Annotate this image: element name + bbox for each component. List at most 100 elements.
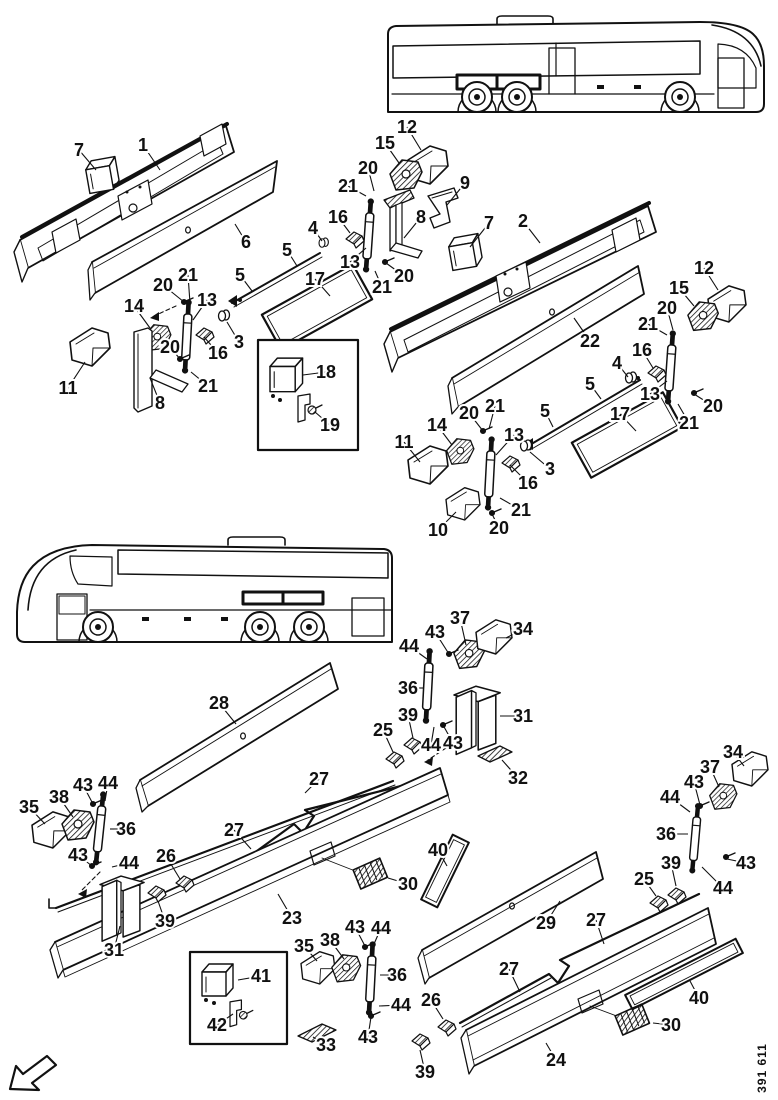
leader-line bbox=[573, 317, 591, 342]
part-label-40-69: 40 bbox=[428, 840, 448, 860]
leader-line bbox=[304, 778, 320, 794]
part-label-30-106: 30 bbox=[661, 1015, 681, 1035]
leader-line bbox=[104, 782, 109, 802]
part-label-19-18: 19 bbox=[320, 415, 340, 435]
leader-line bbox=[529, 451, 551, 470]
gas-strut-13 bbox=[663, 330, 678, 405]
leader-line bbox=[312, 1036, 327, 1046]
part-label-27-67: 27 bbox=[224, 820, 244, 840]
leader-line bbox=[406, 126, 422, 151]
striker-plate-33 bbox=[297, 1023, 337, 1043]
leader-line bbox=[616, 362, 629, 378]
leader-line bbox=[218, 702, 237, 725]
part-label-44-86: 44 bbox=[391, 995, 411, 1015]
leader-line bbox=[545, 1042, 557, 1061]
lock-38 bbox=[61, 809, 95, 841]
part-label-5-43: 5 bbox=[540, 401, 550, 421]
part-label-11-47: 11 bbox=[394, 432, 413, 452]
part-label-28-54: 28 bbox=[209, 693, 229, 713]
clip-39 bbox=[411, 1033, 431, 1051]
flap-panel-24 bbox=[460, 907, 717, 1075]
locking-rod-5 bbox=[228, 252, 323, 308]
leader-line bbox=[78, 149, 97, 171]
leader-line bbox=[165, 855, 181, 880]
leader-line bbox=[142, 144, 161, 171]
part-label-40-105: 40 bbox=[689, 988, 709, 1008]
part-label-44-63: 44 bbox=[421, 735, 441, 755]
end-cap-34 bbox=[475, 619, 513, 655]
part-label-36-75: 36 bbox=[116, 819, 136, 839]
direction-arrow-icon bbox=[8, 1054, 58, 1092]
screw-43 bbox=[439, 720, 453, 729]
leader-line bbox=[442, 724, 454, 744]
leader-line bbox=[226, 321, 240, 343]
clip-39 bbox=[403, 737, 423, 755]
flap-panel-23 bbox=[49, 767, 451, 979]
leader-line bbox=[239, 274, 253, 292]
part-label-20-13: 20 bbox=[160, 337, 180, 357]
part-label-26-91: 26 bbox=[421, 990, 441, 1010]
part-label-13-9: 13 bbox=[197, 290, 217, 310]
leader-line bbox=[641, 349, 654, 369]
inner-panel-28 bbox=[135, 662, 339, 813]
leader-line bbox=[385, 262, 405, 277]
leader-line bbox=[169, 346, 181, 360]
part-label-21-41: 21 bbox=[679, 413, 699, 433]
part-label-20-7: 20 bbox=[153, 275, 173, 295]
end-cap-11 bbox=[69, 327, 111, 367]
leader-line bbox=[499, 497, 522, 511]
leader-line bbox=[595, 919, 605, 945]
part-label-39-100: 39 bbox=[661, 853, 681, 873]
coach-roof-hatch bbox=[496, 15, 554, 27]
leader-line bbox=[190, 371, 209, 387]
inner-panel-29 bbox=[417, 851, 604, 985]
bushing-4 bbox=[624, 371, 638, 384]
part-label-31-60: 31 bbox=[513, 706, 533, 726]
part-label-20-40: 20 bbox=[703, 396, 723, 416]
rail-27 bbox=[248, 774, 443, 858]
bracket-9 bbox=[427, 187, 459, 229]
flap-panel-2 bbox=[383, 201, 657, 373]
part-label-20-45: 20 bbox=[459, 403, 479, 423]
leader-line bbox=[436, 424, 453, 446]
part-label-13-26: 13 bbox=[340, 252, 360, 272]
part-label-44-99: 44 bbox=[713, 878, 733, 898]
gas-strut-36 bbox=[421, 647, 435, 724]
leader-line bbox=[693, 393, 714, 407]
flap-panel-1 bbox=[13, 122, 235, 283]
leader-line bbox=[459, 617, 467, 646]
leader-line bbox=[387, 877, 409, 885]
part-label-43-76: 43 bbox=[68, 845, 88, 865]
leader-line bbox=[67, 361, 86, 389]
part-label-34-58: 34 bbox=[513, 619, 533, 639]
inner-panel-6 bbox=[87, 160, 278, 301]
seal-frame-40 bbox=[420, 833, 470, 909]
clip-16 bbox=[195, 327, 215, 345]
screw-43 bbox=[722, 852, 736, 861]
inner-panel-22 bbox=[447, 265, 645, 415]
leader-line bbox=[82, 784, 94, 805]
leader-line bbox=[367, 167, 375, 192]
part-label-6-2: 6 bbox=[241, 232, 251, 252]
luggage-flap-highlight bbox=[241, 590, 285, 606]
part-label-20-53: 20 bbox=[489, 518, 509, 538]
coach-mid-door bbox=[548, 47, 576, 95]
part-label-38-72: 38 bbox=[49, 787, 69, 807]
part-label-27-104: 27 bbox=[499, 959, 519, 979]
leader-line bbox=[434, 631, 450, 655]
part-label-13-39: 13 bbox=[640, 384, 660, 404]
part-label-32-65: 32 bbox=[508, 768, 528, 788]
part-label-43-83: 43 bbox=[345, 917, 365, 937]
leader-line bbox=[408, 645, 428, 660]
part-label-21-15: 21 bbox=[198, 376, 218, 396]
leader-line bbox=[337, 216, 351, 234]
gas-strut-36 bbox=[687, 802, 703, 874]
part-label-3-50: 3 bbox=[545, 459, 555, 479]
leader-line bbox=[491, 513, 500, 529]
leader-line bbox=[437, 511, 457, 531]
part-label-21-52: 21 bbox=[511, 500, 531, 520]
part-label-36-85: 36 bbox=[387, 965, 407, 985]
part-label-44-96: 44 bbox=[660, 787, 680, 807]
part-label-43-73: 43 bbox=[73, 775, 93, 795]
